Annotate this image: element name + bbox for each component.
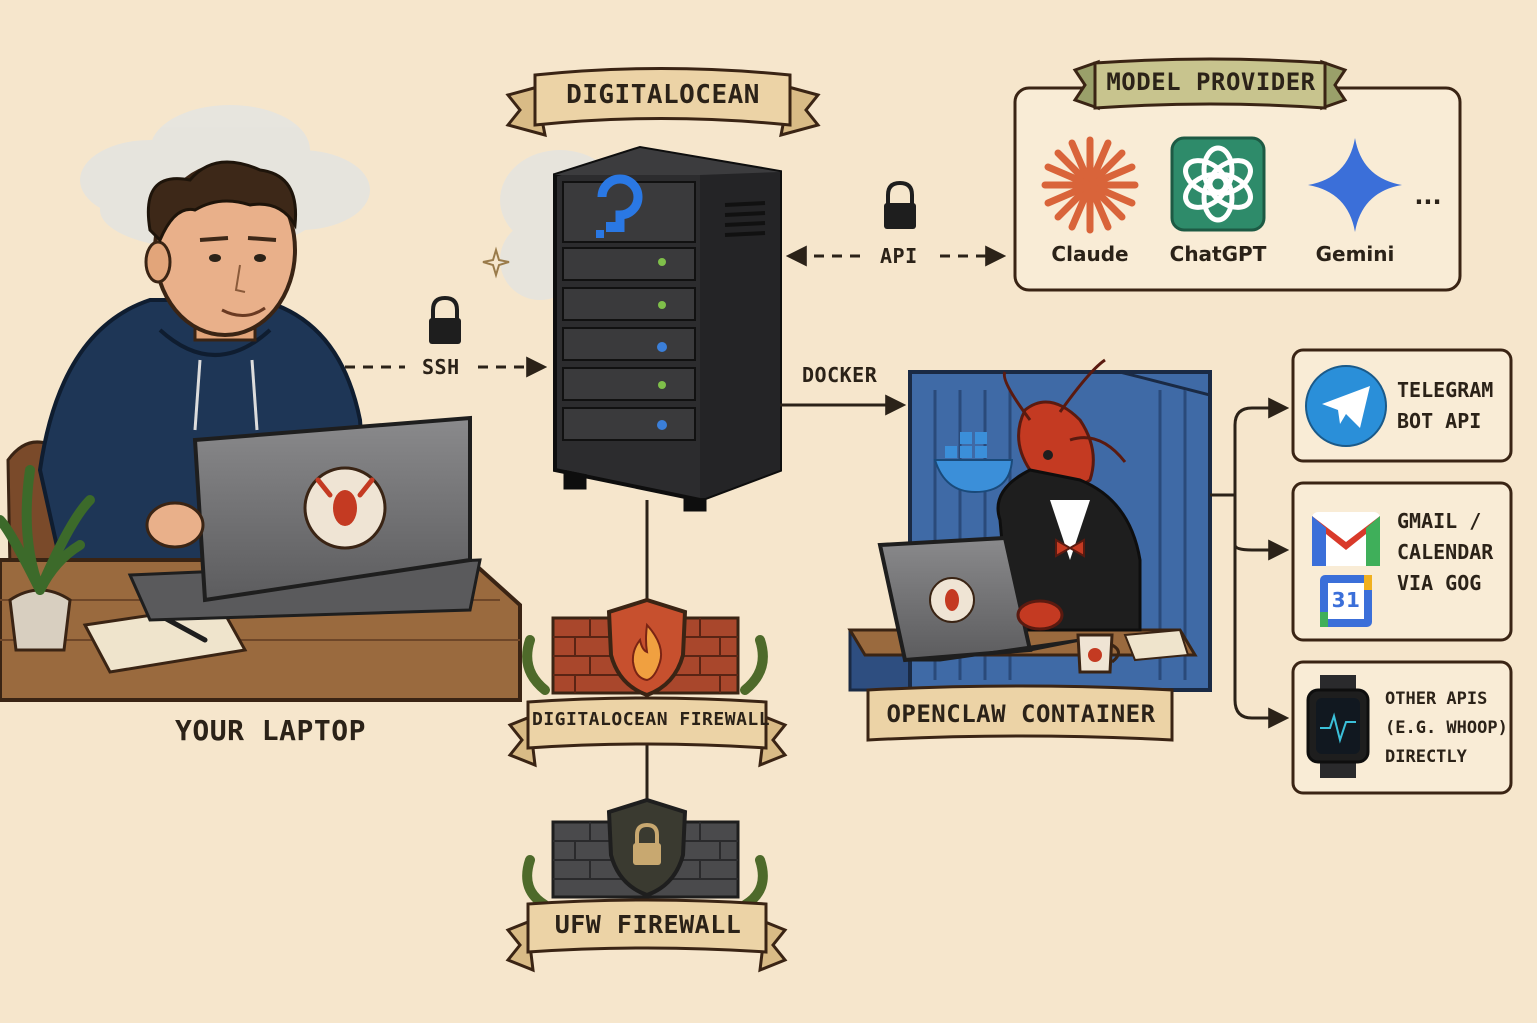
lock-icon	[884, 180, 916, 229]
gmail-calendar-label: GMAIL / CALENDAR VIA GOG	[1397, 506, 1493, 599]
digitalocean-logo-icon	[596, 174, 643, 238]
ufw-firewall-wall	[522, 797, 768, 910]
ssh-label: SSH	[422, 355, 460, 379]
service-branch-connector	[1210, 397, 1290, 729]
digitalocean-firewall-label: DIGITALOCEAN FIREWALL	[532, 709, 771, 730]
gmail-icon	[1312, 512, 1380, 566]
model-provider-label: MODEL PROVIDER	[1106, 68, 1316, 96]
telegram-icon	[1305, 365, 1387, 447]
gmail-line-3: VIA GOG	[1397, 571, 1482, 595]
gmail-line-1: GMAIL /	[1397, 509, 1482, 533]
claude-sunburst-icon	[1041, 136, 1139, 234]
calendar-icon	[1320, 575, 1372, 627]
other-apis-line-2: (E.G. WHOOP)	[1385, 718, 1508, 738]
docker-label: DOCKER	[802, 363, 878, 387]
other-apis-line-1: OTHER APIS	[1385, 689, 1488, 709]
smartwatch-icon	[1306, 675, 1370, 778]
telegram-line-2: BOT API	[1397, 409, 1482, 433]
lock-icon	[429, 295, 461, 344]
docker-whale-icon	[933, 432, 1014, 494]
ribbon-digitalocean-firewall	[507, 696, 788, 768]
ribbon-ufw-firewall	[505, 898, 788, 973]
container-label: OPENCLAW CONTAINER	[886, 700, 1156, 728]
digitalocean-label: DIGITALOCEAN	[566, 80, 760, 110]
gmail-line-2: CALENDAR	[1397, 540, 1494, 564]
api-label: API	[880, 244, 918, 268]
laptop-label: YOUR LAPTOP	[175, 714, 366, 747]
server-rack	[553, 145, 782, 512]
ribbon-model-provider	[1072, 57, 1348, 111]
gemini-star-icon	[1308, 138, 1402, 232]
ribbon-container	[866, 684, 1174, 742]
gemini-label: Gemini	[1315, 242, 1395, 266]
ribbon-digitalocean	[505, 67, 821, 138]
telegram-line-1: TELEGRAM	[1397, 378, 1494, 402]
telegram-label: TELEGRAM BOT API	[1397, 375, 1493, 437]
chatgpt-label: ChatGPT	[1169, 242, 1267, 266]
claude-label: Claude	[1051, 242, 1129, 266]
digitalocean-firewall-wall	[522, 597, 768, 698]
chatgpt-knot-icon	[1170, 136, 1266, 232]
sparkle-icon	[482, 246, 510, 279]
other-apis-label: OTHER APIS (E.G. WHOOP) DIRECTLY	[1385, 685, 1508, 772]
openclaw-container	[847, 358, 1212, 692]
other-apis-line-3: DIRECTLY	[1385, 747, 1467, 767]
calendar-day-number: 31	[1331, 588, 1361, 612]
ufw-firewall-label: UFW FIREWALL	[554, 910, 742, 939]
more-providers-ellipsis: ...	[1414, 182, 1442, 210]
person-illustration	[0, 160, 522, 702]
